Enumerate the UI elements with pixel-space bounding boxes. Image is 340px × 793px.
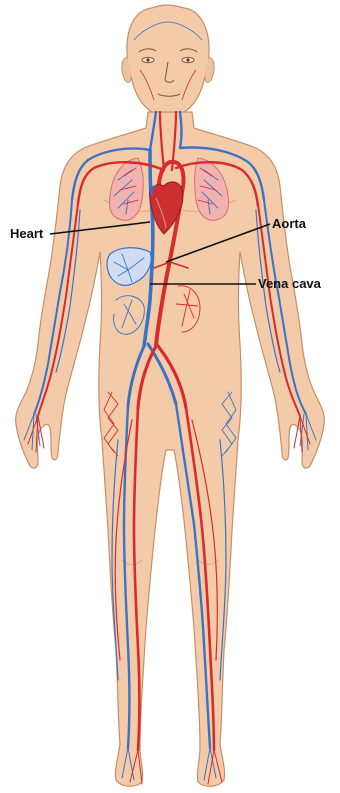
vena-cava-label: Vena cava [258,276,322,291]
aorta-label: Aorta [272,216,307,231]
heart-label: Heart [10,226,44,241]
body-silhouette [16,5,325,786]
